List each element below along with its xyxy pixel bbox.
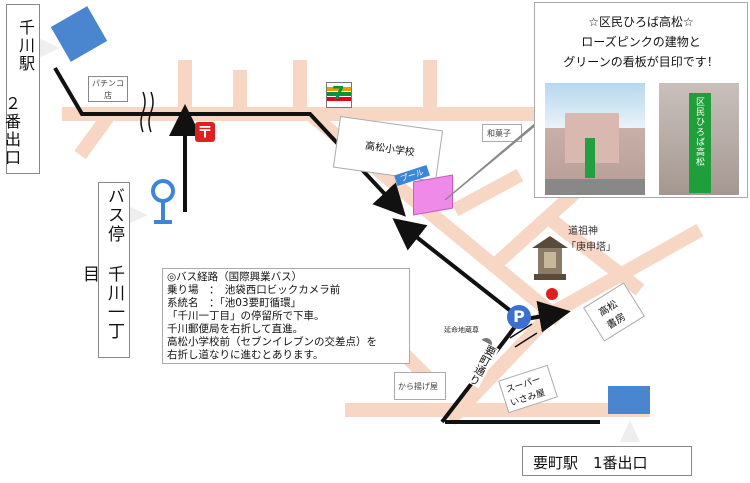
- wagashi-shop: 和菓子: [482, 124, 522, 142]
- shrine-marker: [546, 288, 558, 300]
- bus-stop-icon: [151, 179, 175, 224]
- bus-route-line: 乗り場 ： 池袋西口ビックカメラ前: [167, 284, 341, 296]
- post-office-icon: 〒: [195, 122, 215, 142]
- bus-route-line: 右折し道なりに進むとあります。: [167, 349, 324, 361]
- callout-pointer: [444, 122, 538, 200]
- bus-route-line: ◎バス経路（国際興業バス）: [167, 271, 303, 283]
- callout-box: ☆区民ひろば高松☆ ローズピンクの建物と グリーンの看板が目印です！ 区民ひろば…: [534, 2, 748, 198]
- pachinko-shop: パチンコ店: [88, 76, 128, 102]
- karaage-shop: から揚げ屋: [394, 372, 446, 400]
- bus-route-line: 千川郵便局を右折して直進。: [167, 323, 304, 335]
- callout-line1: ローズピンクの建物と: [581, 35, 701, 49]
- shrine-icon: [532, 236, 568, 280]
- bus-route-line: 高松小学校前（セブンイレブンの交差点）を: [167, 336, 377, 348]
- senkawa-station-label: 千川駅 ２番出口: [2, 4, 40, 174]
- kanamecho-station-marker: [608, 386, 650, 414]
- enmei-jizo-label: 延命地蔵尊: [444, 326, 479, 334]
- kanamecho-arrow: [620, 420, 640, 442]
- building-photo-1: [545, 83, 645, 195]
- koshinto-label: 「庚申塔」: [566, 242, 616, 253]
- building-photo-2: 区民ひろば高松: [659, 83, 739, 195]
- seven-eleven-icon: 7: [326, 82, 352, 108]
- callout-title: ☆区民ひろば高松☆: [588, 15, 694, 29]
- bus-route-info: ◎バス経路（国際興業バス） 乗り場 ： 池袋西口ビックカメラ前 系統名 ：「池0…: [162, 268, 410, 364]
- bus-route-line: 「千川一丁目」の停留所で下車。: [167, 310, 325, 322]
- dosojin-label: 道祖神: [568, 226, 598, 237]
- parking-icon: P: [507, 305, 531, 329]
- kanamecho-station-label: 要町駅 1番出口: [522, 446, 692, 476]
- bus-stop-arrow: [128, 206, 148, 224]
- senkawa-arrow: [38, 38, 60, 58]
- bus-route-line: 系統名 ：「池03要町循環」: [167, 297, 302, 309]
- bus-stop-label: バス停 千川一丁目: [79, 182, 130, 358]
- photo-sign-text: 区民ひろば高松: [694, 97, 704, 167]
- callout-line2: グリーンの看板が目印です！: [563, 55, 719, 69]
